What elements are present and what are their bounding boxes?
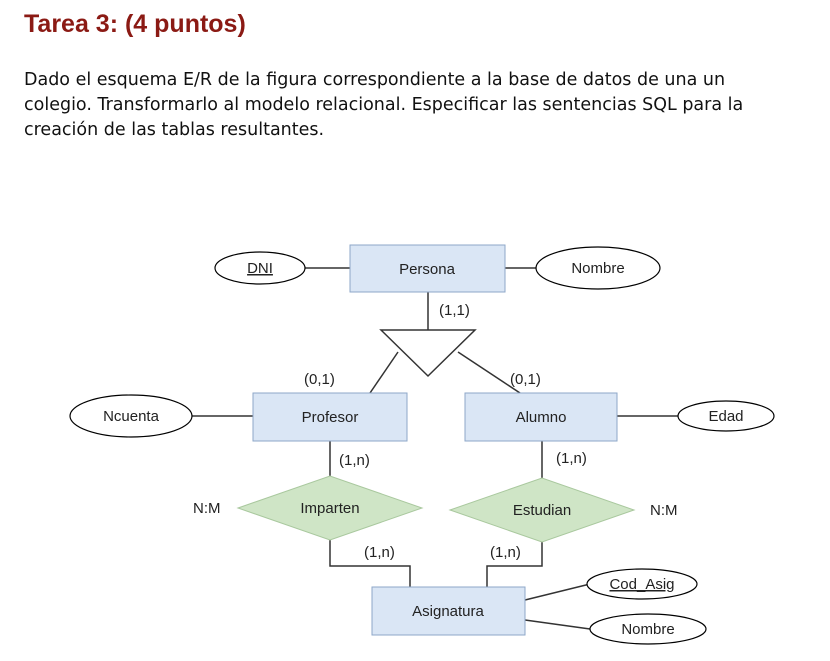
attribute-dni-label: DNI: [247, 260, 273, 277]
line-asignatura-codasig: [524, 583, 591, 601]
entity-profesor-label: Profesor: [302, 409, 359, 426]
isa-triangle: [379, 329, 477, 378]
instructions-line-2: colegio. Transformarlo al modelo relacio…: [24, 95, 744, 115]
attribute-dni: DNI: [214, 251, 306, 285]
cardinality-imparten-asignatura: (1,n): [364, 544, 395, 561]
attribute-edad-shape: [677, 400, 775, 432]
entity-persona-label: Persona: [399, 261, 456, 278]
attribute-nombre-persona-shape: [535, 246, 661, 290]
relationship-imparten-shape: [236, 475, 424, 541]
attribute-dni-shape: [214, 251, 306, 285]
line-isa-alumno: [457, 351, 521, 394]
instructions-line-1: Dado el esquema E/R de la figura corresp…: [24, 70, 726, 90]
entity-profesor: Profesor: [252, 392, 408, 442]
cardinality-isa-alumno: (0,1): [510, 371, 541, 388]
instructions-paragraph: Dado el esquema E/R de la figura corresp…: [24, 68, 814, 143]
line-imparten-asignatura: [329, 540, 411, 587]
entity-alumno-label: Alumno: [516, 409, 567, 426]
line-isa-profesor: [369, 351, 399, 394]
entity-asignatura: Asignatura: [371, 586, 526, 636]
line-asignatura-nombre: [524, 619, 591, 630]
entity-persona-box: [349, 244, 506, 293]
instructions-line-3: creación de las tablas resultantes.: [24, 120, 325, 140]
cardinality-alumno-estudian: (1,n): [556, 450, 587, 467]
cardinality-estudian-asignatura: (1,n): [490, 544, 521, 561]
entity-alumno-box: [464, 392, 618, 442]
entity-alumno: Alumno: [464, 392, 618, 442]
relationship-imparten-label: Imparten: [300, 500, 359, 517]
relationship-estudian: Estudian: [448, 477, 636, 543]
attribute-nombre-persona-label: Nombre: [571, 260, 624, 277]
attribute-cod-asig: Cod_Asig: [586, 568, 698, 600]
reltype-imparten: N:M: [193, 500, 221, 517]
attribute-nombre-asignatura-label: Nombre: [621, 621, 674, 638]
attribute-edad: Edad: [677, 400, 775, 432]
connector-lines: [192, 267, 678, 630]
entity-profesor-box: [252, 392, 408, 442]
entity-asignatura-box: [371, 586, 526, 636]
cardinality-persona-isa: (1,1): [439, 302, 470, 319]
entity-asignatura-label: Asignatura: [412, 603, 484, 620]
attribute-ncuenta-label: Ncuenta: [103, 408, 160, 425]
attribute-cod-asig-label: Cod_Asig: [609, 576, 674, 593]
relationship-imparten: Imparten: [236, 475, 424, 541]
line-estudian-asignatura: [486, 542, 543, 587]
task-title: Tarea 3: (4 puntos): [24, 10, 246, 38]
reltype-estudian: N:M: [650, 502, 678, 519]
relationship-estudian-label: Estudian: [513, 502, 571, 519]
entity-persona: Persona: [349, 244, 506, 293]
attribute-nombre-asignatura: Nombre: [589, 613, 707, 645]
attribute-cod-asig-shape: [586, 568, 698, 600]
attribute-nombre-asignatura-shape: [589, 613, 707, 645]
attribute-ncuenta-shape: [69, 394, 193, 438]
attribute-edad-label: Edad: [708, 408, 743, 425]
attribute-ncuenta: Ncuenta: [69, 394, 193, 438]
cardinality-isa-profesor: (0,1): [304, 371, 335, 388]
attribute-nombre-persona: Nombre: [535, 246, 661, 290]
cardinality-profesor-imparten: (1,n): [339, 452, 370, 469]
relationship-estudian-shape: [448, 477, 636, 543]
